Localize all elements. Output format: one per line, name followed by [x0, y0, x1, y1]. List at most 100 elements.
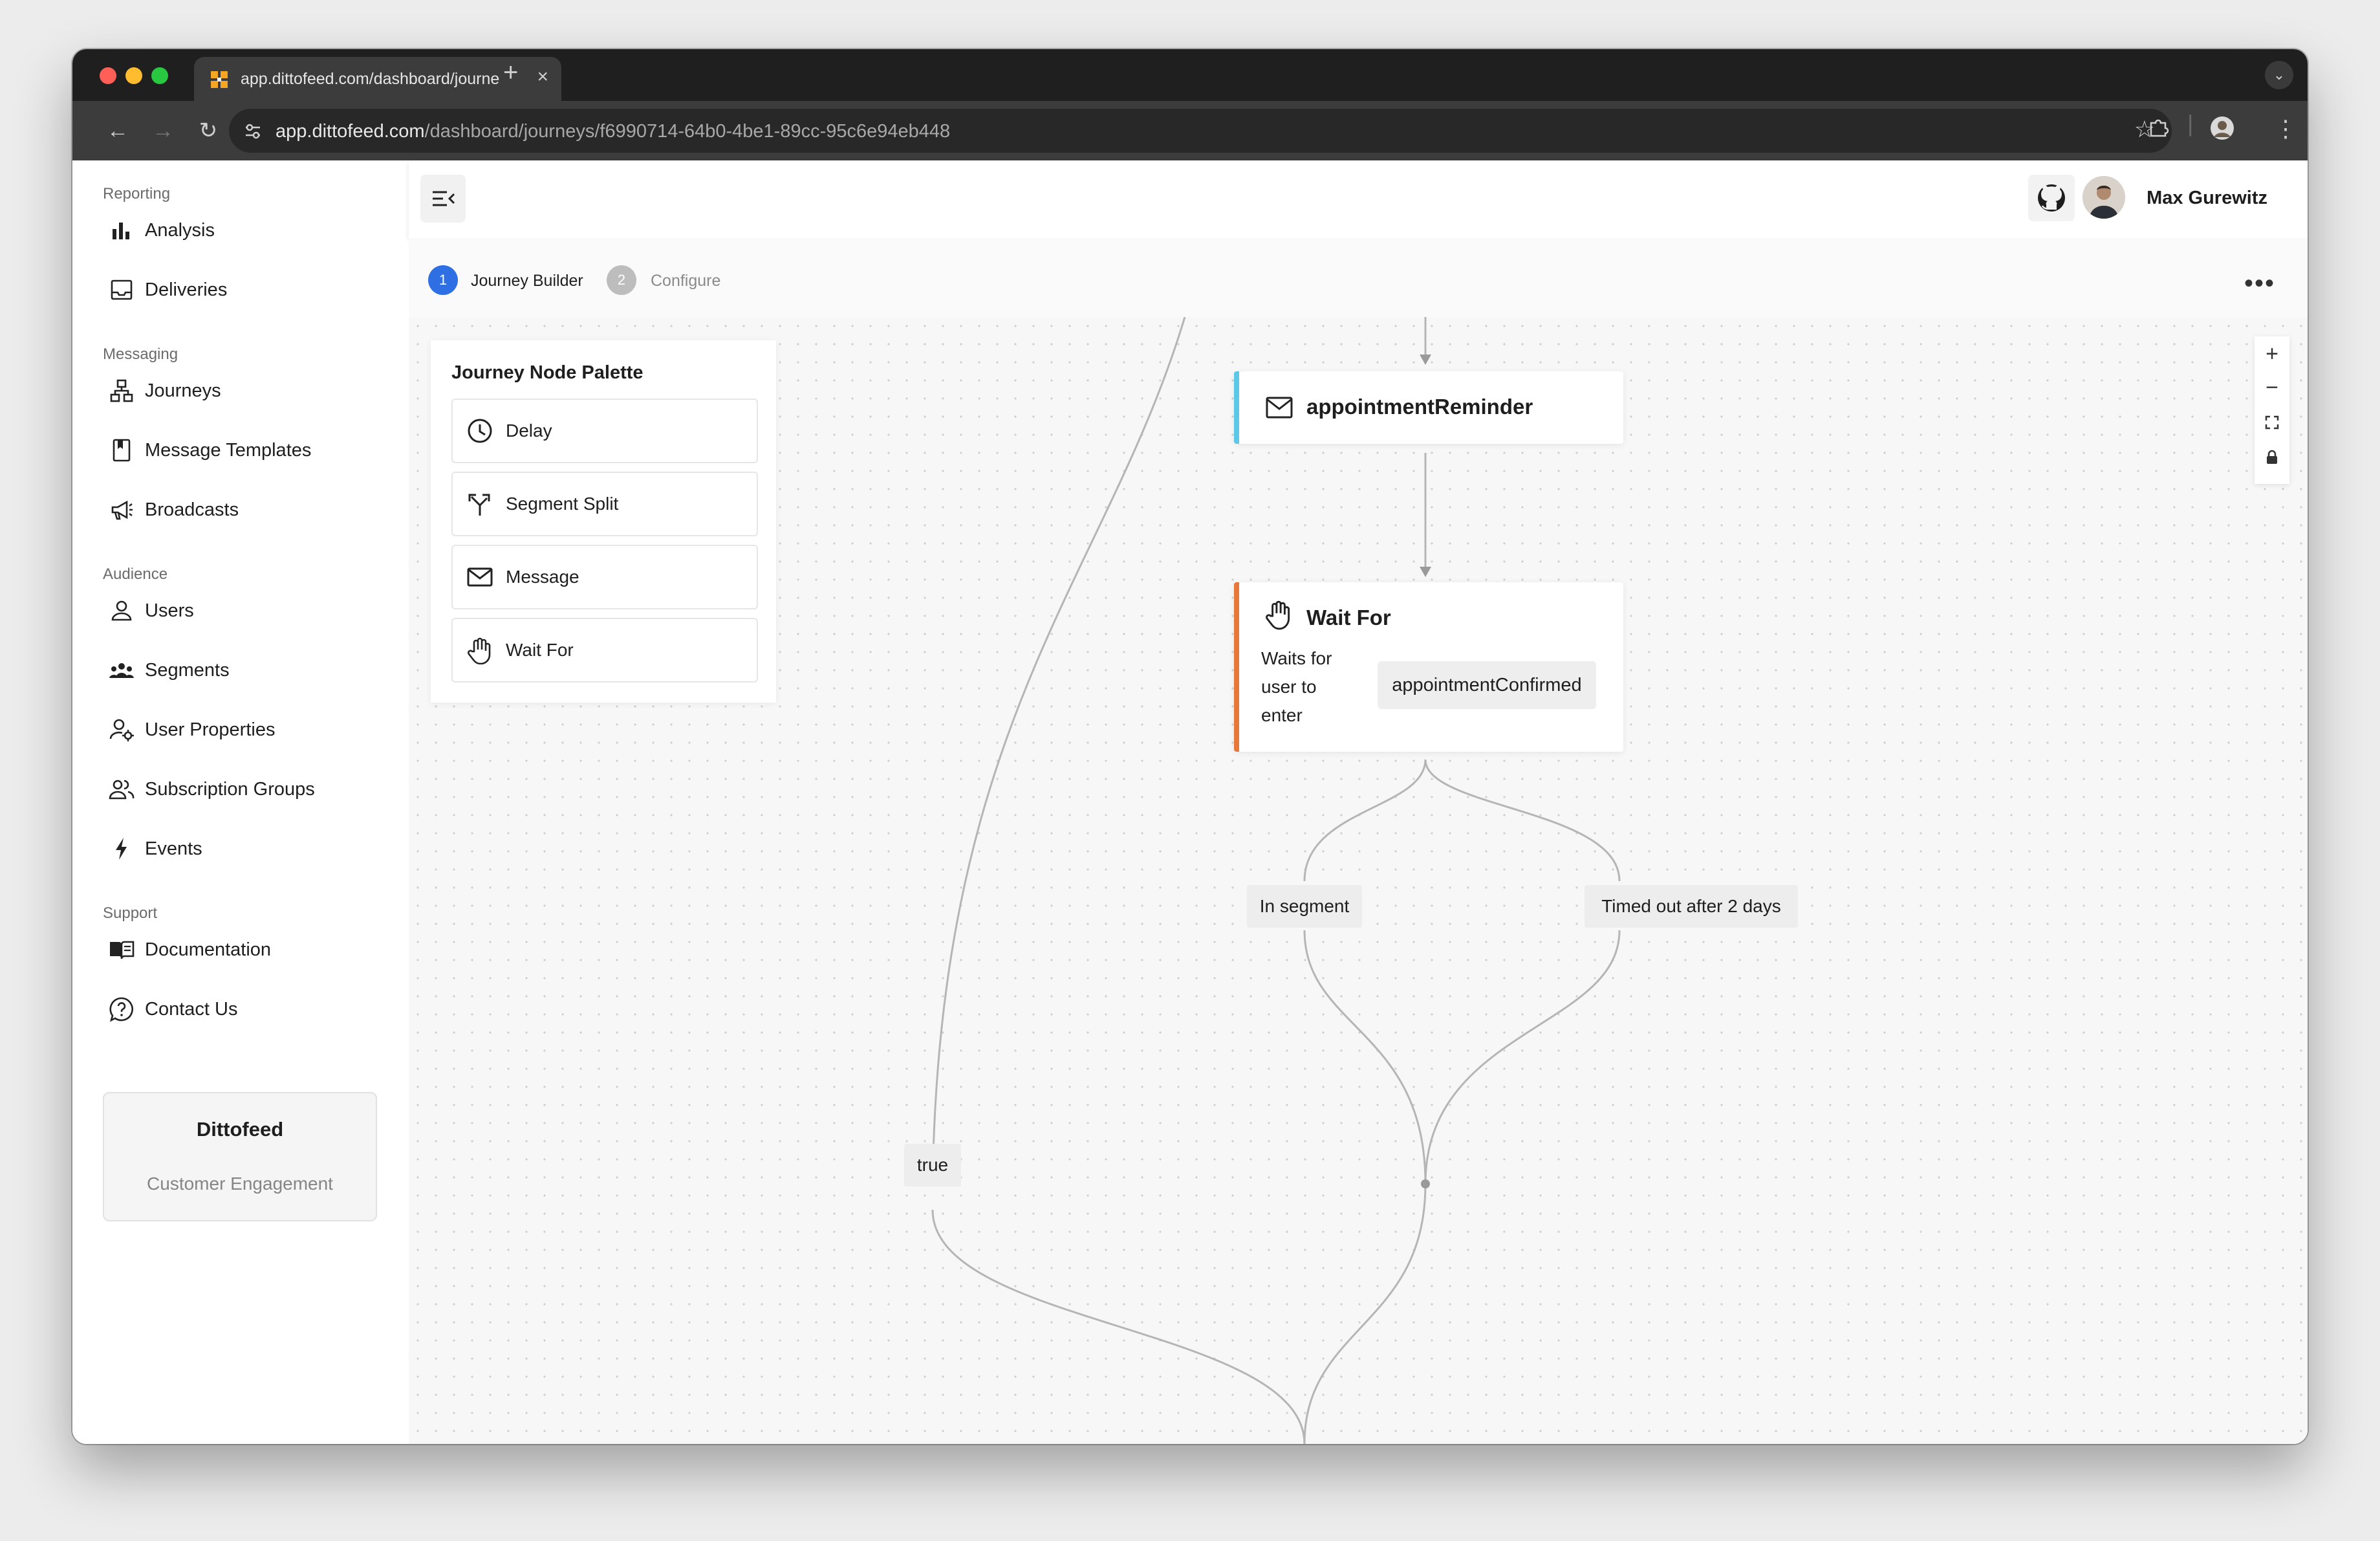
sidebar-heading-support: Support [103, 904, 158, 922]
zoom-in-icon[interactable]: + [2266, 342, 2278, 366]
tab-title: app.dittofeed.com/dashboard/journeys [241, 70, 499, 88]
message-node-title: appointmentReminder [1306, 395, 1533, 419]
zoom-controls: + − [2255, 336, 2289, 484]
sidebar-item-documentation[interactable]: Documentation [109, 930, 393, 969]
mail-icon [467, 567, 493, 587]
close-window-icon[interactable] [100, 67, 116, 84]
edge-label-timed-out[interactable]: Timed out after 2 days [1585, 885, 1798, 928]
palette-item-wait-for[interactable]: Wait For [451, 618, 758, 683]
url-text: app.dittofeed.com/dashboard/journeys/f69… [276, 121, 950, 142]
collapse-sidebar-button[interactable] [420, 175, 466, 223]
step-1-indicator[interactable]: 1 [428, 265, 458, 295]
sidebar-item-label: Analysis [145, 220, 215, 241]
sidebar-item-label: Documentation [145, 939, 272, 960]
toolbar-divider: | [2187, 110, 2194, 137]
lightning-icon [116, 838, 127, 860]
step-configure[interactable]: Configure [651, 272, 721, 290]
reload-icon[interactable]: ↻ [199, 118, 218, 143]
wait-for-node[interactable]: Wait For Waits for user to enter appoint… [1234, 582, 1623, 752]
sidebar-item-label: Events [145, 838, 202, 859]
edge-timeout-to-merge [1424, 930, 1621, 1185]
extensions-icon[interactable] [2147, 115, 2170, 144]
palette-title: Journey Node Palette [451, 362, 644, 383]
journey-canvas[interactable]: Journey Node Palette Delay Segment Split… [409, 317, 2308, 1444]
palette-item-label: Wait For [506, 640, 574, 660]
sidebar-heading-reporting: Reporting [103, 185, 171, 202]
bar-chart-icon [113, 223, 129, 239]
sidebar-item-segments[interactable]: Segments [109, 651, 393, 690]
sidebar-item-message-templates[interactable]: Message Templates [109, 431, 393, 470]
hand-icon [468, 637, 491, 664]
url-host: app.dittofeed.com [276, 121, 425, 142]
browser-tab[interactable]: app.dittofeed.com/dashboard/journeys × [194, 57, 561, 101]
hand-icon [1266, 600, 1290, 630]
step-journey-builder[interactable]: Journey Builder [471, 272, 583, 290]
sidebar-item-users[interactable]: Users [109, 591, 393, 630]
users-group-icon [109, 663, 134, 678]
wait-for-node-title: Wait For [1306, 606, 1391, 629]
sidebar-item-label: User Properties [145, 719, 276, 740]
profile-avatar-icon[interactable] [2209, 115, 2235, 147]
zoom-window-icon[interactable] [151, 67, 168, 84]
edge-label-in-segment[interactable]: In segment [1247, 885, 1362, 928]
sidebar-item-events[interactable]: Events [109, 829, 393, 868]
github-icon [2038, 184, 2065, 212]
book-icon [113, 439, 131, 462]
user-avatar[interactable] [2082, 176, 2125, 219]
sidebar-item-label: Journeys [145, 380, 221, 401]
edge-left-branch [931, 317, 1186, 1185]
app-root: Reporting Analysis Deliveries Messaging … [72, 160, 2308, 1444]
minimize-window-icon[interactable] [125, 67, 142, 84]
github-button[interactable] [2028, 175, 2075, 221]
journey-edges [931, 317, 1621, 1444]
edge-in-segment-to-merge [1303, 930, 1427, 1185]
stepper: 1 Journey Builder 2 Configure ••• [409, 238, 2308, 318]
users-icon [109, 780, 135, 800]
user-icon [111, 600, 132, 621]
forward-icon[interactable]: → [152, 118, 174, 143]
new-tab-button[interactable]: + [503, 58, 519, 87]
tab-search-button[interactable]: ⌄ [2265, 61, 2293, 89]
arrowhead-wait [1420, 567, 1431, 577]
user-avatar-icon [2082, 176, 2125, 219]
lock-icon[interactable] [2255, 440, 2289, 475]
sidebar-item-label: Segments [145, 660, 230, 681]
palette-item-message[interactable]: Message [451, 545, 758, 609]
sidebar-item-broadcasts[interactable]: Broadcasts [109, 490, 393, 529]
fit-view-icon[interactable] [2255, 405, 2289, 440]
back-icon[interactable]: ← [107, 118, 129, 143]
sidebar-item-analysis[interactable]: Analysis [109, 211, 393, 250]
browser-menu-icon[interactable]: ⋮ [2274, 115, 2297, 142]
menu-collapse-icon [433, 191, 455, 206]
journey-node-palette: Journey Node Palette Delay Segment Split… [431, 340, 776, 703]
step-2-indicator[interactable]: 2 [607, 265, 636, 295]
browser-toolbar: ← → ↻ app.dittofeed.com/dashboard/journe… [72, 101, 2308, 160]
user-settings-icon [109, 719, 134, 741]
sidebar-item-journeys[interactable]: Journeys [109, 371, 393, 410]
palette-item-segment-split[interactable]: Segment Split [451, 472, 758, 536]
sidebar-item-label: Message Templates [145, 440, 312, 461]
sidebar-item-contact-us[interactable]: Contact Us [109, 990, 393, 1029]
zoom-out-icon[interactable]: − [2266, 375, 2278, 400]
sidebar-heading-messaging: Messaging [103, 345, 178, 363]
dittofeed-favicon-icon [211, 71, 228, 88]
browser-window: app.dittofeed.com/dashboard/journeys × +… [72, 49, 2308, 1444]
more-options-icon[interactable]: ••• [2244, 269, 2275, 298]
sidebar-item-deliveries[interactable]: Deliveries [109, 270, 393, 309]
edge-wait-to-in-segment [1303, 759, 1427, 882]
mail-icon [1266, 397, 1293, 419]
tab-close-icon[interactable]: × [537, 66, 548, 87]
palette-item-label: Message [506, 567, 579, 587]
site-settings-icon[interactable] [243, 122, 263, 141]
edge-label-true[interactable]: true [904, 1144, 961, 1186]
open-book-icon [110, 941, 135, 959]
sidebar-item-label: Deliveries [145, 279, 228, 300]
sidebar-item-subscription-groups[interactable]: Subscription Groups [109, 770, 393, 809]
browser-tab-strip: app.dittofeed.com/dashboard/journeys × +… [72, 49, 2308, 101]
sidebar-item-user-properties[interactable]: User Properties [109, 710, 393, 749]
split-arrow-icon [468, 494, 490, 516]
message-node[interactable]: appointmentReminder [1234, 371, 1623, 444]
edge-merge-to-bottom [1303, 1183, 1427, 1444]
palette-item-delay[interactable]: Delay [451, 399, 758, 463]
address-bar[interactable]: app.dittofeed.com/dashboard/journeys/f69… [229, 109, 2172, 153]
